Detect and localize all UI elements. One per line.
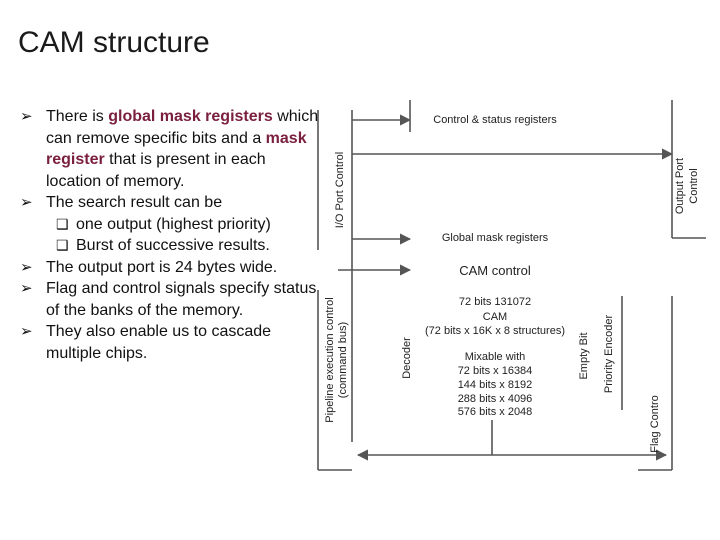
bullet-text-mid: which can remove specific bits and a — [46, 108, 319, 147]
mixable-line: Mixable with — [465, 351, 526, 363]
bullet-text: The search result can be — [46, 194, 223, 211]
sub-bullet-item: ❑ one output (highest priority) — [20, 214, 320, 236]
empty-bit-label: Empty Bit — [578, 332, 590, 379]
priority-encoder-label: Priority Encoder — [603, 315, 615, 394]
arrow-bullet-icon: ➢ — [20, 323, 33, 340]
highlight-text: mask register — [46, 129, 307, 169]
bullet-item: ➢ They also enable us to cascade multipl… — [20, 321, 320, 364]
bullet-list: ➢ There is global mask registers which c… — [20, 106, 320, 364]
global-mask-label: Global mask registers — [442, 232, 549, 244]
arrow-bullet-icon: ➢ — [20, 194, 33, 211]
arrow-bullet-icon: ➢ — [20, 258, 33, 276]
bullet-item: ➢ The output port is 24 bytes wide. — [20, 257, 320, 279]
cam-control-label: CAM control — [459, 263, 531, 278]
cam-line: (72 bits x 16K x 8 structures) — [425, 325, 565, 337]
slide-title: CAM structure — [18, 26, 210, 59]
control-status-label: Control & status registers — [433, 114, 557, 126]
io-port-control-label: I/O Port Control — [334, 152, 346, 228]
pipeline-label-2: (command bus) — [337, 322, 349, 398]
arrow-bullet-icon: ➢ — [20, 108, 33, 125]
output-port-label: Output Port — [674, 158, 686, 214]
output-port-label-2: Control — [688, 168, 700, 203]
bullet-text: They also enable us to cascade multiple … — [46, 323, 272, 362]
bullet-text-post: that is present in each location of memo… — [46, 151, 266, 190]
bullet-text: Burst of successive results. — [76, 237, 270, 254]
bullet-item: ➢ Flag and control signals specify statu… — [20, 278, 320, 321]
bullet-text: The output port is 24 bytes wide. — [46, 258, 278, 276]
mixable-line: 144 bits x 8192 — [458, 379, 533, 391]
mixable-line: 72 bits x 16384 — [458, 365, 533, 377]
checkbox-bullet-icon: ❑ — [56, 237, 69, 253]
highlight-text: global mask registers — [108, 108, 273, 125]
mixable-line: 576 bits x 2048 — [458, 406, 533, 418]
flag-control-label: Flag Contro — [649, 395, 661, 452]
bullet-text: Flag and control signals specify status … — [46, 280, 317, 319]
pipeline-label: Pipeline execution control — [324, 297, 336, 422]
bullet-text-pre: There is — [46, 108, 109, 125]
bullet-item: ➢ The search result can be — [20, 192, 320, 214]
decoder-label: Decoder — [401, 337, 413, 379]
bullet-text: one output (highest priority) — [76, 215, 271, 233]
cam-line: 72 bits 131072 — [459, 296, 531, 308]
mixable-line: 288 bits x 4096 — [458, 393, 533, 405]
checkbox-bullet-icon: ❑ — [56, 215, 69, 232]
cam-line: CAM — [483, 311, 507, 323]
bullet-item: ➢ There is global mask registers which c… — [20, 106, 320, 192]
arrow-bullet-icon: ➢ — [20, 280, 33, 297]
sub-bullet-item: ❑ Burst of successive results. — [20, 235, 320, 257]
